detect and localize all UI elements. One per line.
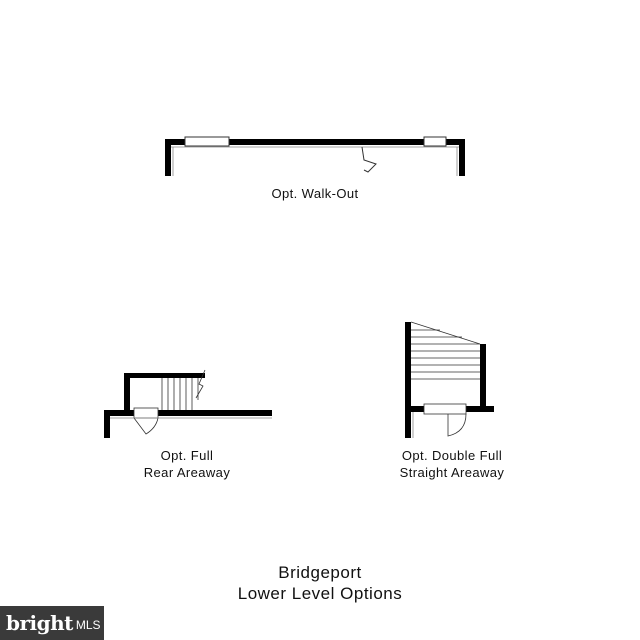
walk-out-right-wall xyxy=(459,139,465,176)
walk-out-window-left xyxy=(184,136,230,147)
rear-stair-top-wall xyxy=(124,373,205,378)
double-door-opening xyxy=(423,403,467,415)
rear-left-wall xyxy=(104,410,110,438)
double-left-wall xyxy=(405,322,411,438)
double-areaway-label-line-1: Opt. Double Full xyxy=(401,448,503,463)
walk-out-plan xyxy=(165,136,465,176)
walk-out-window-right xyxy=(423,136,447,147)
rear-areaway-label: Opt. Full Rear Areaway xyxy=(97,447,277,481)
rear-stair-break-line xyxy=(195,369,206,399)
rear-stair-treads xyxy=(161,378,199,410)
double-areaway-label-line-2: Straight Areaway xyxy=(399,465,505,480)
watermark-brand: bright xyxy=(6,611,73,635)
double-stair-treads xyxy=(411,329,480,380)
page-title-line-2: Lower Level Options xyxy=(237,584,403,603)
rear-areaway-label-line-2: Rear Areaway xyxy=(143,465,231,480)
double-areaway-label: Opt. Double Full Straight Areaway xyxy=(362,447,542,481)
double-stair-break xyxy=(410,321,481,345)
walk-out-label-line-1: Opt. Walk-Out xyxy=(271,186,359,201)
rear-floor-wall xyxy=(104,410,272,416)
rear-areaway-label-line-1: Opt. Full xyxy=(160,448,214,463)
bright-mls-watermark: bright MLS xyxy=(0,606,104,640)
rear-areaway-plan xyxy=(104,369,272,438)
page-title: Bridgeport Lower Level Options xyxy=(0,562,640,604)
watermark-suffix: MLS xyxy=(75,618,101,632)
walk-out-top-wall xyxy=(165,139,465,145)
walk-out-label: Opt. Walk-Out xyxy=(215,185,415,202)
double-right-wall xyxy=(480,344,486,412)
rear-door-swing xyxy=(133,417,159,435)
rear-door-opening xyxy=(133,407,159,419)
double-door-swing xyxy=(447,413,467,437)
walk-out-door-swing xyxy=(361,146,377,173)
page-title-line-1: Bridgeport xyxy=(278,563,362,582)
rear-stair-left-wall xyxy=(124,373,130,415)
double-areaway-plan xyxy=(405,321,494,438)
walk-out-left-wall xyxy=(165,139,171,176)
